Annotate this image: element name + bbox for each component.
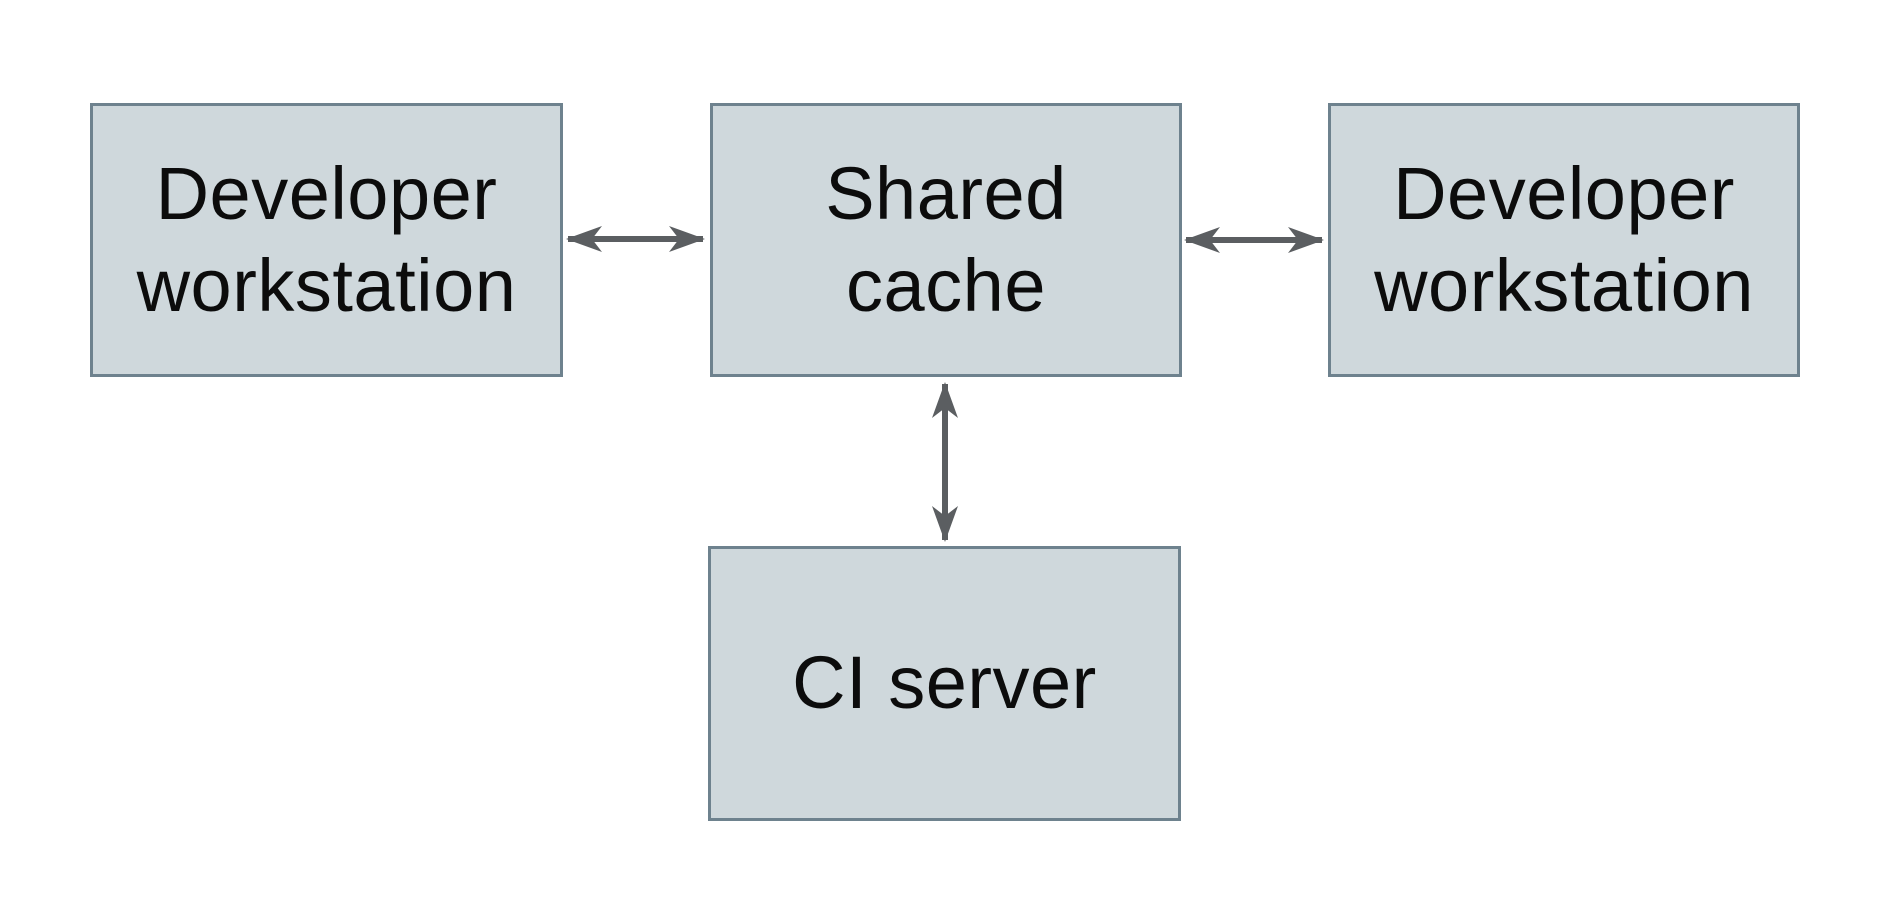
node-label-line: workstation — [136, 244, 517, 327]
node-shared-cache: Shared cache — [710, 103, 1182, 377]
node-label-line: Shared — [825, 151, 1067, 235]
node-label-line: Developer — [1393, 151, 1735, 235]
node-label-line: workstation — [1374, 244, 1754, 327]
node-developer-workstation-right: Developer workstation — [1328, 103, 1800, 377]
node-developer-workstation-left: Developer workstation — [90, 103, 563, 377]
node-label-line: CI server — [792, 641, 1097, 725]
node-label-line: Developer — [155, 151, 498, 235]
node-ci-server: CI server — [708, 546, 1181, 821]
node-label-line: cache — [846, 244, 1046, 327]
